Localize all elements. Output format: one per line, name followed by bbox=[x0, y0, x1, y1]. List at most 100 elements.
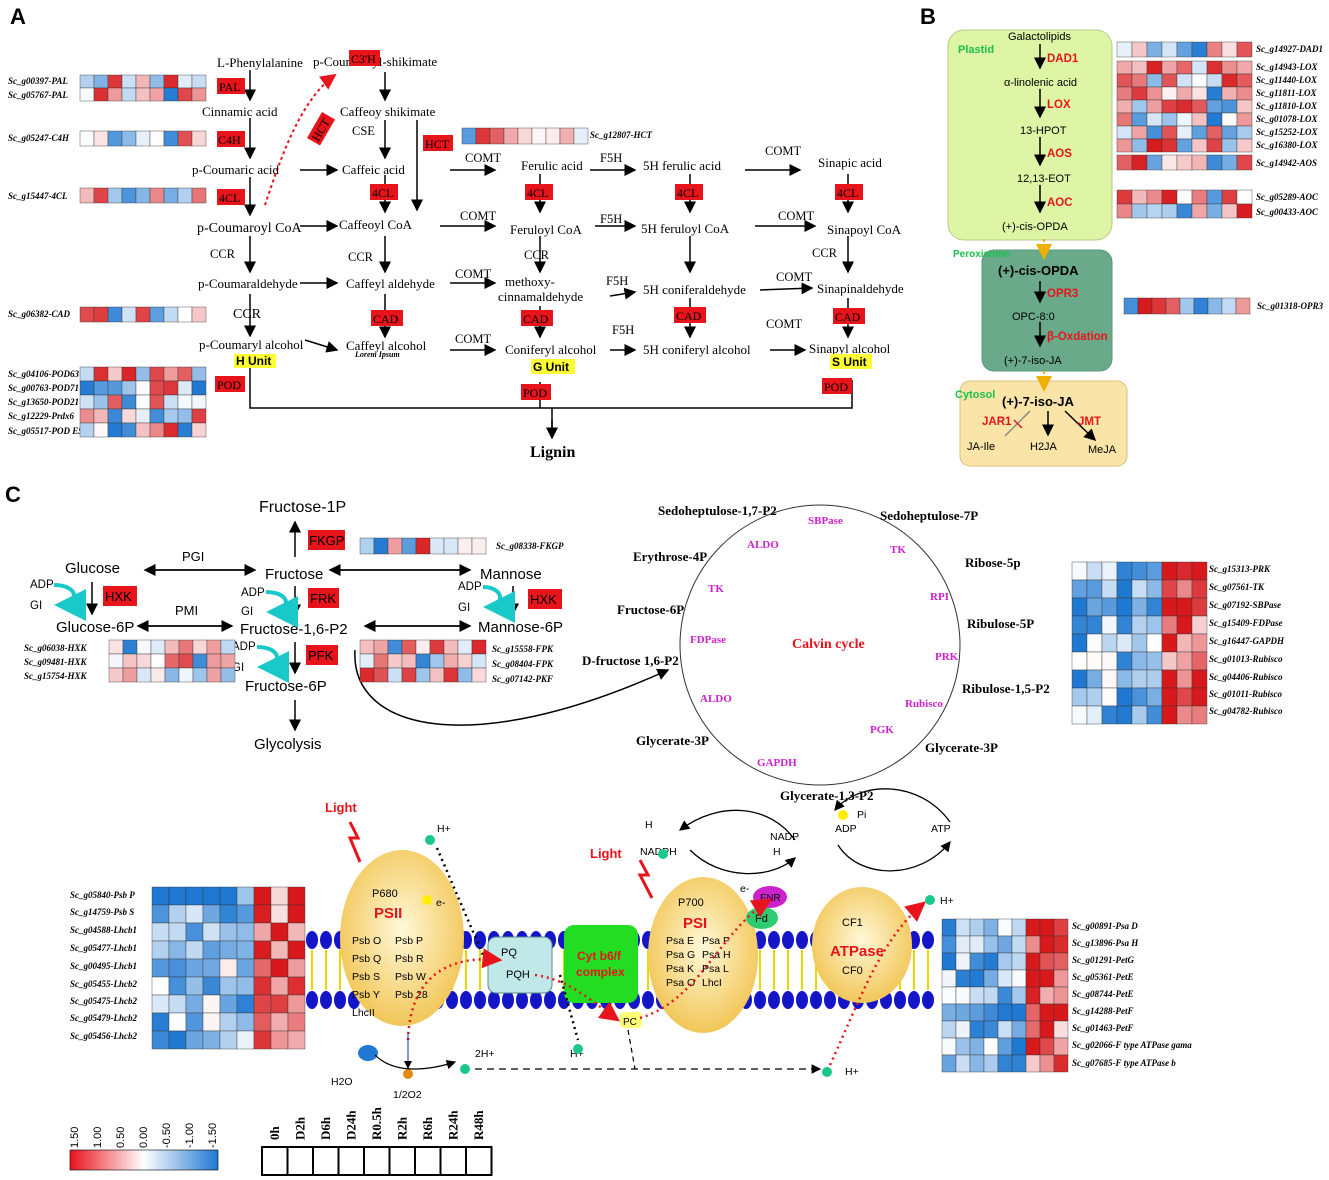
heatmap-cell bbox=[185, 976, 204, 996]
heatmap-cell bbox=[1161, 73, 1178, 88]
lipid-head bbox=[782, 931, 794, 949]
heatmap-cell bbox=[1191, 189, 1208, 205]
timepoint-label: D6h bbox=[318, 1116, 333, 1140]
svg-text:OPR3: OPR3 bbox=[1047, 288, 1078, 300]
heatmap-cell bbox=[1131, 615, 1148, 635]
heatmap-cell bbox=[287, 976, 306, 996]
svg-text:4CL: 4CL bbox=[837, 186, 858, 200]
timepoint-label: R48h bbox=[471, 1110, 486, 1140]
heatmap-cell bbox=[79, 87, 95, 102]
svg-text:Sc_g05289-AOC: Sc_g05289-AOC bbox=[1256, 192, 1319, 202]
svg-text:CCR: CCR bbox=[524, 248, 550, 262]
svg-text:Sc_g04782-Rubisco: Sc_g04782-Rubisco bbox=[1209, 706, 1283, 716]
svg-text:Sc_g07685-F type ATPase b: Sc_g07685-F type ATPase b bbox=[1072, 1058, 1176, 1068]
plastid-box bbox=[947, 29, 1113, 241]
heatmap-cell bbox=[545, 127, 561, 145]
heatmap-cell bbox=[149, 394, 165, 410]
heatmap-cell bbox=[93, 130, 109, 147]
svg-text:1.00: 1.00 bbox=[92, 1127, 104, 1148]
heatmap-cell bbox=[93, 187, 109, 204]
svg-text:PSII: PSII bbox=[374, 905, 402, 922]
svg-text:13-HPOT: 13-HPOT bbox=[1020, 125, 1067, 137]
svg-text:Psb Q: Psb Q bbox=[352, 953, 381, 965]
heatmap-cell bbox=[1236, 73, 1253, 88]
heatmap-cell bbox=[1025, 952, 1041, 971]
svg-text:Caffeyl aldehyde: Caffeyl aldehyde bbox=[346, 276, 435, 291]
heatmap-cell bbox=[163, 130, 179, 147]
heatmap-cell bbox=[1101, 633, 1118, 653]
heatmap-cell bbox=[192, 667, 208, 683]
svg-text:Sc_g15252-LOX: Sc_g15252-LOX bbox=[1256, 127, 1318, 137]
heatmap-cell bbox=[1221, 297, 1237, 315]
heatmap-cell bbox=[135, 408, 151, 424]
heatmap-cell bbox=[1191, 615, 1208, 635]
svg-text:F5H: F5H bbox=[612, 323, 634, 337]
heatmap-cell bbox=[429, 537, 445, 555]
heatmap-cell bbox=[941, 1003, 957, 1022]
heatmap-cell bbox=[1086, 597, 1103, 617]
svg-text:D-fructose 1,6-P2: D-fructose 1,6-P2 bbox=[582, 653, 679, 668]
timepoint-box bbox=[337, 1146, 365, 1176]
svg-text:H+: H+ bbox=[940, 895, 954, 907]
heatmap-cell bbox=[79, 422, 95, 438]
heatmap-cell bbox=[79, 394, 95, 410]
heatmap-cell bbox=[149, 306, 165, 323]
svg-text:p-Coumaryl alcohol: p-Coumaryl alcohol bbox=[199, 337, 304, 352]
heatmap-cell bbox=[191, 408, 207, 424]
heatmap-cell bbox=[1176, 203, 1193, 219]
heatmap-cell bbox=[1131, 561, 1148, 581]
heatmap-cell bbox=[1071, 687, 1088, 707]
heatmap-cell bbox=[1176, 189, 1193, 205]
svg-text:Sc_g05456-Lhcb2: Sc_g05456-Lhcb2 bbox=[70, 1031, 137, 1041]
heatmap-cell bbox=[969, 1054, 985, 1073]
svg-text:Psb R: Psb R bbox=[395, 953, 424, 965]
svg-text:Psb Y: Psb Y bbox=[352, 989, 380, 1001]
heatmap-cell bbox=[401, 639, 417, 655]
svg-text:FDPase: FDPase bbox=[690, 634, 726, 646]
svg-text:Sc_g05479-Lhcb2: Sc_g05479-Lhcb2 bbox=[70, 1013, 137, 1023]
heatmap-cell bbox=[1176, 579, 1193, 599]
heatmap-cell bbox=[1161, 597, 1178, 617]
panel-a-enzymes: PAL C4H 4CL C3'H HCT HCT 4CL 4CL 4CL 4CL… bbox=[215, 50, 865, 400]
svg-text:Lignin: Lignin bbox=[530, 444, 575, 461]
heatmap-cell bbox=[1116, 579, 1133, 599]
lipid-head bbox=[474, 991, 486, 1009]
svg-text:Sc_g13650-POD21: Sc_g13650-POD21 bbox=[8, 397, 79, 407]
heatmap-cell bbox=[941, 1020, 957, 1039]
svg-text:Galactolipids: Galactolipids bbox=[1008, 31, 1071, 43]
heatmap-cell bbox=[1116, 651, 1133, 671]
svg-text:ALDO: ALDO bbox=[700, 693, 732, 705]
svg-text:NADP: NADP bbox=[770, 831, 799, 843]
timepoint-box bbox=[439, 1146, 467, 1176]
svg-text:4CL: 4CL bbox=[527, 186, 548, 200]
heatmap-cell bbox=[287, 922, 306, 942]
svg-text:CAD: CAD bbox=[676, 309, 702, 323]
heatmap-cell bbox=[185, 886, 204, 906]
svg-text:Sc_g14943-LOX: Sc_g14943-LOX bbox=[1256, 62, 1318, 72]
lipid-head bbox=[306, 991, 318, 1009]
svg-text:Light: Light bbox=[325, 800, 357, 815]
heatmap-cell bbox=[202, 976, 221, 996]
heatmap-cell bbox=[1011, 1037, 1027, 1056]
heatmap-cell bbox=[1207, 297, 1223, 315]
heatmap-cell bbox=[168, 922, 187, 942]
svg-text:F5H: F5H bbox=[600, 212, 622, 226]
heatmap-cell bbox=[135, 422, 151, 438]
heatmap-cell bbox=[387, 653, 403, 669]
heatmap-cell bbox=[969, 1003, 985, 1022]
heatmap-cell bbox=[1131, 125, 1148, 140]
heatmap-cell bbox=[1131, 86, 1148, 101]
svg-text:5H ferulic acid: 5H ferulic acid bbox=[643, 158, 721, 173]
heatmap-cell bbox=[202, 958, 221, 978]
lipid-head bbox=[782, 991, 794, 1009]
svg-text:Sc_g08338-FKGP: Sc_g08338-FKGP bbox=[496, 541, 564, 551]
heatmap-cell bbox=[1146, 687, 1163, 707]
heatmap-cell bbox=[415, 537, 431, 555]
heatmap-cell bbox=[387, 537, 403, 555]
svg-text:FKGP: FKGP bbox=[309, 533, 344, 548]
svg-text:CCR: CCR bbox=[210, 247, 236, 261]
cyt-b6f bbox=[564, 925, 638, 1003]
svg-text:OPC-8:0: OPC-8:0 bbox=[1012, 311, 1055, 323]
heatmap-cell bbox=[1101, 705, 1118, 725]
